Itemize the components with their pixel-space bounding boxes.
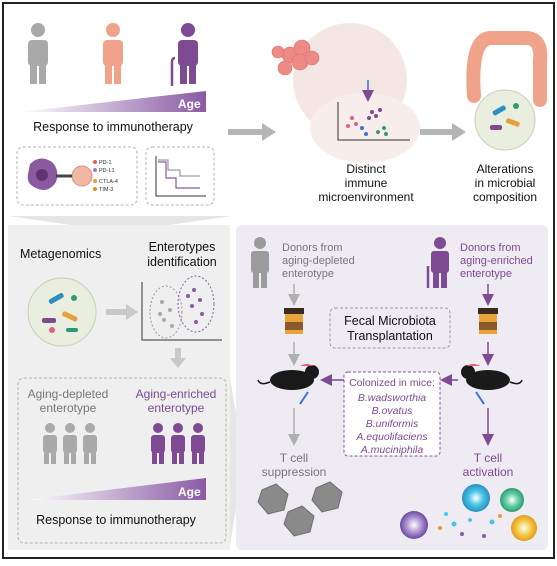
survival-curve-icon — [155, 156, 206, 197]
suppression-label-1: T cell — [280, 451, 308, 465]
age-label: Age — [178, 97, 201, 111]
enterotypes-label-2: identification — [147, 255, 217, 269]
response-label-2: Response to immunotherapy — [36, 513, 197, 527]
enterotype-comparison-box — [17, 377, 227, 544]
donor-depleted-label-1: Donors from — [282, 242, 343, 254]
enriched-group-icon — [151, 423, 205, 464]
fmt-label-1: Fecal Microbiota — [344, 314, 436, 328]
mouse-left-icon — [257, 364, 319, 405]
donor-enriched-label-1: Donors from — [460, 242, 521, 254]
metagenomics-label: Metagenomics — [20, 247, 101, 261]
activated-tcells-icon — [400, 484, 537, 541]
section-divider — [8, 216, 232, 232]
colon-microbiota-icon — [466, 31, 548, 151]
person-gray-icon — [28, 23, 48, 84]
microenv-label-3: microenvironment — [318, 190, 414, 204]
age-gradient-wedge — [20, 91, 206, 112]
response-label: Response to immunotherapy — [33, 120, 194, 134]
species-5: A.muciniphila — [360, 444, 424, 456]
stool-jar-right-icon — [478, 308, 498, 334]
bottom-left-panel: Metagenomics Enterotypes identification … — [8, 225, 230, 550]
top-section: Age Response to immunotherapy PD-1 PD-L1… — [16, 23, 548, 206]
colonized-title: Colonized in mice: — [349, 377, 435, 389]
survival-plot-panel — [145, 146, 215, 206]
enterotype-scatter-icon — [141, 275, 222, 341]
donor-enriched-label-2: aging-enriched — [460, 255, 533, 267]
suppressed-tcells-icon — [257, 481, 343, 537]
microbiome-circle-icon — [27, 277, 97, 347]
depleted-label-1: Aging-depleted — [28, 387, 109, 401]
donor-depleted-label-3: enterotype — [282, 268, 334, 280]
age-gradient-wedge-2 — [26, 478, 206, 500]
microbial-label-1: Alterations — [477, 162, 534, 176]
microenvironment-illustration — [271, 23, 420, 163]
depleted-group-icon — [43, 423, 97, 464]
fmt-label-2: Transplantation — [347, 329, 433, 343]
person-salmon-icon — [103, 23, 123, 84]
microbial-label-2: in microbial — [475, 176, 536, 190]
arrow-down-enterotype — [170, 358, 186, 368]
activation-label-2: activation — [463, 465, 514, 479]
checkpoint-tim3: TIM-3 — [99, 187, 113, 193]
checkpoint-pdl1: PD-L1 — [99, 168, 115, 174]
immune-cell-icon — [27, 158, 93, 190]
microenv-label-1: Distinct — [346, 162, 386, 176]
age-label-2: Age — [178, 485, 201, 499]
colonized-box — [343, 371, 441, 457]
checkpoint-ctla4: CTLA-4 — [99, 179, 118, 185]
microenv-label-2: immune — [345, 176, 388, 190]
donor-gray-icon — [251, 237, 269, 288]
species-2: B.ovatus — [372, 405, 414, 417]
depleted-label-2: enterotype — [40, 401, 97, 415]
species-3: B.uniformis — [366, 418, 419, 430]
enriched-label-1: Aging-enriched — [136, 387, 217, 401]
bottom-right-panel: Donors from aging-depleted enterotype Do… — [236, 225, 548, 550]
enterotypes-label-1: Enterotypes — [149, 240, 216, 254]
activation-label-1: T cell — [474, 451, 502, 465]
checkpoint-pd1: PD-1 — [99, 160, 112, 166]
donor-purple-icon — [426, 237, 449, 288]
suppression-label-2: suppression — [262, 465, 327, 479]
donor-depleted-label-2: aging-depleted — [282, 255, 355, 267]
arrow-metagenomics — [126, 304, 138, 320]
stool-jar-left-icon — [284, 308, 304, 334]
donor-enriched-label-3: enterotype — [460, 268, 512, 280]
species-4: A.equolifaciens — [355, 431, 428, 443]
species-1: B.wadsworthia — [358, 392, 426, 404]
fmt-box — [329, 307, 451, 349]
microbial-label-3: composition — [473, 190, 537, 204]
enriched-label-2: enterotype — [148, 401, 205, 415]
checkpoint-panel — [16, 146, 138, 206]
person-elderly-purple-icon — [170, 23, 198, 86]
mouse-right-icon — [461, 364, 523, 405]
